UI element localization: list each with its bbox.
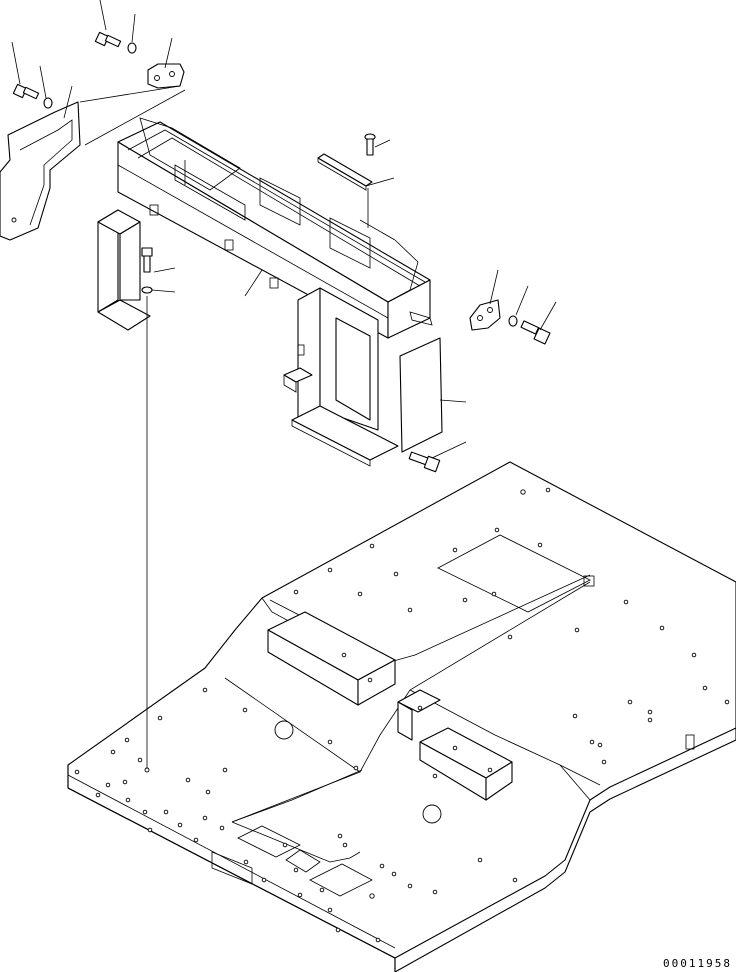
bracket-top bbox=[147, 63, 185, 89]
center-column bbox=[297, 287, 321, 421]
floor-frame bbox=[67, 461, 736, 972]
bolt-mid-left bbox=[141, 247, 153, 294]
floor-holes bbox=[74, 487, 730, 943]
clip-strip bbox=[317, 153, 373, 228]
bolt-right bbox=[508, 315, 551, 345]
drawing-number: 00011958 bbox=[663, 957, 732, 970]
bolt-lower bbox=[408, 451, 441, 473]
left-side-cover bbox=[0, 101, 81, 241]
leader-lines bbox=[11, 0, 557, 770]
bracket-right bbox=[469, 299, 501, 331]
cover-plate bbox=[399, 337, 443, 453]
bolt-top bbox=[94, 31, 137, 54]
floor-bracket bbox=[397, 689, 441, 713]
support-frame bbox=[97, 117, 433, 467]
screw-top-center bbox=[364, 133, 376, 156]
bolt-left bbox=[12, 83, 53, 109]
